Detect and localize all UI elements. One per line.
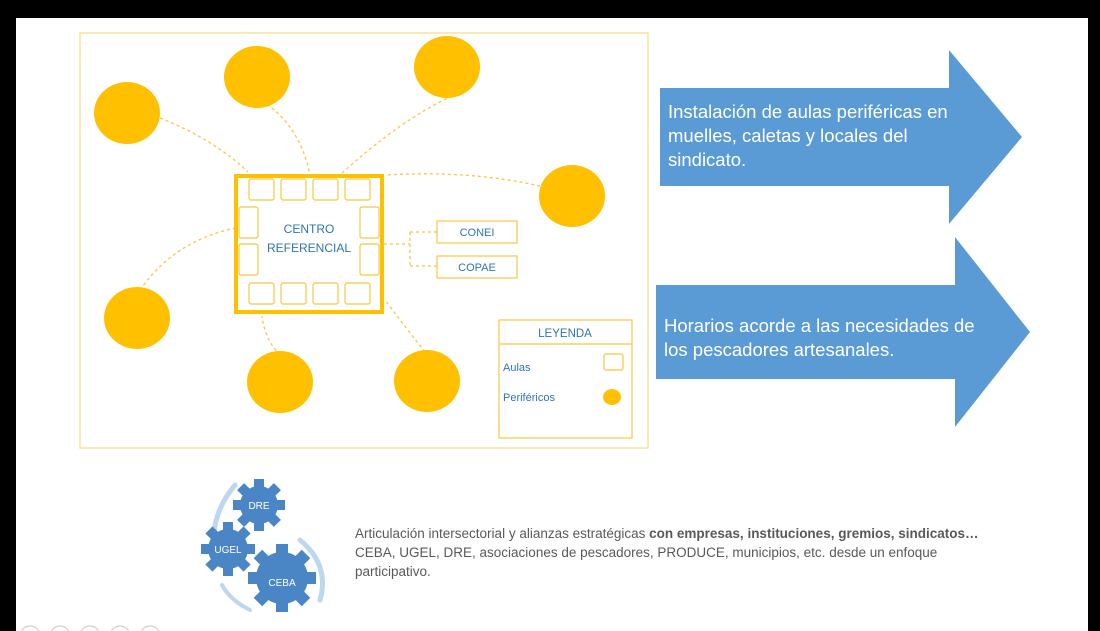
arrow-2 — [656, 237, 1030, 427]
committee-conei: CONEI — [436, 220, 518, 244]
bottom-line2: CEBA, UGEL, DRE, asociaciones de pescado… — [355, 545, 938, 579]
center-label-line1: CENTRO — [284, 222, 335, 236]
classroom-square — [280, 178, 307, 201]
legend: LEYENDA Aulas Periféricos — [498, 319, 633, 439]
gear-label: CEBA — [268, 578, 296, 589]
connectors — [139, 95, 541, 356]
classroom-square — [238, 243, 259, 276]
classroom-square — [344, 282, 371, 305]
legend-aulas-swatch — [603, 353, 624, 371]
bottom-text: Articulación intersectorial y alianzas e… — [355, 524, 995, 581]
gear-dre: DRE — [233, 479, 285, 531]
committee-label: COPAE — [458, 262, 496, 274]
legend-title: LEYENDA — [538, 328, 592, 340]
center-box: CENTRO REFERENCIAL — [234, 174, 384, 314]
peripheral-circle — [394, 350, 460, 412]
gear-ceba: CEBA — [248, 544, 316, 612]
classroom-square — [359, 243, 380, 276]
peripheral-circle — [224, 46, 290, 108]
diagram-frame — [79, 32, 649, 449]
connector — [384, 173, 541, 187]
bottom-line1-bold: con empresas, instituciones, gremios, si… — [649, 526, 979, 541]
gear-swirl — [297, 537, 325, 603]
committee-label: CONEI — [460, 227, 495, 239]
legend-perifericos-swatch — [603, 389, 621, 405]
connector — [261, 100, 311, 176]
peripheral-circle — [94, 82, 160, 144]
gear-ugel: UGEL — [201, 522, 255, 576]
peripheral-circle — [104, 287, 170, 349]
center-label-line2: REFERENCIAL — [267, 241, 351, 255]
classroom-square — [238, 206, 259, 239]
peripheral-circle — [539, 165, 605, 227]
connector — [261, 315, 281, 356]
gear-label: DRE — [248, 501, 269, 512]
arrow-1 — [660, 50, 1022, 224]
peripheral-circle — [247, 351, 313, 413]
classroom-squares — [238, 178, 380, 305]
classroom-square — [248, 178, 275, 201]
connector — [139, 227, 237, 291]
classroom-square — [248, 282, 275, 305]
classroom-square — [280, 282, 307, 305]
arrow-2-text: Horarios acorde a las necesidades de los… — [664, 315, 975, 360]
peripheral-circles — [94, 36, 605, 413]
classroom-square — [344, 178, 371, 201]
committee-copae: COPAE — [436, 255, 518, 279]
peripheral-circle — [414, 36, 480, 98]
connector — [339, 95, 453, 176]
legend-item-perifericos: Periféricos — [503, 392, 555, 404]
connector — [384, 299, 426, 353]
connector — [159, 117, 249, 173]
classroom-square — [312, 282, 339, 305]
bottom-line1-regular: Articulación intersectorial y alianzas e… — [355, 526, 650, 541]
faint-dots — [20, 625, 160, 631]
classroom-square — [359, 206, 380, 239]
gear-swirl — [220, 583, 252, 612]
classroom-square — [312, 178, 339, 201]
gears: DRE UGEL CEBA — [201, 479, 325, 612]
arrow-1-text: Instalación de aulas periféricas en muel… — [668, 101, 948, 170]
gear-label: UGEL — [214, 545, 242, 556]
legend-item-aulas: Aulas — [503, 362, 531, 374]
